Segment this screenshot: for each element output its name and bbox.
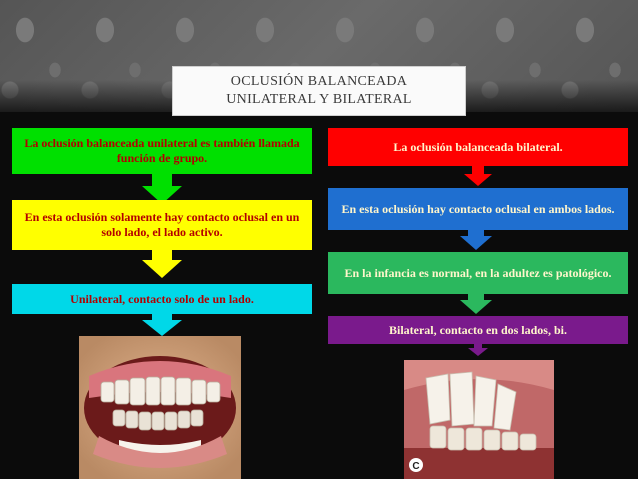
- photo-badge: C: [412, 461, 419, 472]
- left-arrow-1-stem: [152, 174, 172, 186]
- left-arrow-2-head: [142, 260, 182, 278]
- left-box-1: La oclusión balanceada unilateral es tam…: [12, 128, 312, 174]
- right-arrow-4-stem: [474, 344, 482, 350]
- copyright-badge-icon: [409, 458, 423, 472]
- left-box-3-text: Unilateral, contacto solo de un lado.: [70, 291, 254, 306]
- left-arrow-3-stem: [152, 314, 172, 322]
- right-box-1-text: La oclusión balanceada bilateral.: [393, 139, 563, 154]
- slide-title: OCLUSIÓN BALANCEADA UNILATERAL Y BILATER…: [172, 66, 466, 116]
- left-arrow-3-head: [142, 320, 182, 336]
- title-line-1: OCLUSIÓN BALANCEADA: [230, 74, 408, 89]
- left-box-3: Unilateral, contacto solo de un lado.: [12, 284, 312, 314]
- title-line-2: UNILATERAL Y BILATERAL: [226, 92, 412, 107]
- right-arrow-3-head: [460, 300, 492, 314]
- right-box-3-text: En la infancia es normal, en la adultez …: [344, 265, 612, 280]
- left-box-2: En esta oclusión solamente hay contacto …: [12, 200, 312, 250]
- right-box-4: Bilateral, contacto en dos lados, bi.: [328, 316, 628, 344]
- right-arrow-2-head: [460, 236, 492, 250]
- unilateral-occlusion-illustration: [79, 336, 241, 479]
- right-box-2-text: En esta oclusión hay contacto oclusal en…: [341, 201, 615, 216]
- right-arrow-4-head: [468, 348, 488, 356]
- right-arrow-1-stem: [472, 166, 484, 176]
- right-box-3: En la infancia es normal, en la adultez …: [328, 252, 628, 294]
- left-box-1-text: La oclusión balanceada unilateral es tam…: [24, 136, 300, 165]
- right-arrow-1-head: [464, 174, 492, 186]
- right-arrow-2-stem: [468, 230, 484, 238]
- right-arrow-3-stem: [468, 294, 484, 302]
- left-box-2-text: En esta oclusión solamente hay contacto …: [24, 210, 300, 239]
- right-dental-photo: C: [404, 360, 554, 479]
- right-box-4-text: Bilateral, contacto en dos lados, bi.: [388, 322, 567, 337]
- right-box-2: En esta oclusión hay contacto oclusal en…: [328, 188, 628, 230]
- bilateral-occlusion-illustration: C: [404, 360, 554, 479]
- left-dental-photo: [79, 336, 241, 479]
- right-box-1: La oclusión balanceada bilateral.: [328, 128, 628, 166]
- left-arrow-1-head: [142, 186, 182, 204]
- left-arrow-2-stem: [152, 250, 172, 260]
